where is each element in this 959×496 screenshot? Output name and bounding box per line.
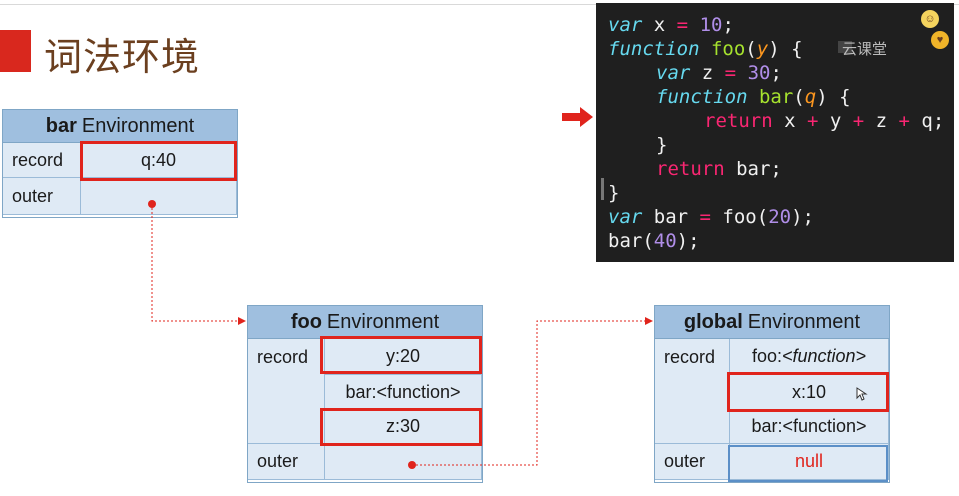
sticker-face-icon: ☺ [921, 10, 939, 28]
foo-record-value-y: y:20 [325, 339, 482, 375]
current-line-arrow-icon [562, 107, 593, 127]
code-gutter-marker [601, 178, 604, 200]
foo-record-value-z: z:30 [325, 410, 482, 444]
global-environment-header: global Environment [655, 306, 889, 339]
code-line-10: bar(40); [608, 230, 700, 252]
global-environment-name: global [683, 310, 743, 333]
global-outer-value: null [730, 444, 889, 480]
global-record-value-foo: foo:<function> [730, 339, 889, 375]
title-accent-bar [0, 30, 31, 72]
global-outer-highlight [728, 445, 888, 482]
bar-outer-label: outer [3, 178, 81, 215]
foo-record-label-text: record [257, 347, 309, 367]
bar-environment-header: bar Environment [3, 110, 237, 143]
foo-z-highlight [320, 408, 482, 446]
global-outer-label: outer [655, 444, 730, 480]
foo-record-value-bar: bar:<function> [325, 375, 482, 410]
bar-record-highlight [80, 141, 237, 181]
bar-to-foo-arrowhead [238, 317, 246, 325]
code-line-2: function foo(y) { [608, 38, 803, 60]
global-environment-table: global Environment record foo:<function>… [654, 305, 890, 483]
foo-outer-value [325, 444, 482, 480]
global-x-highlight [727, 372, 889, 412]
foo-y-highlight [320, 336, 482, 374]
bar-to-foo-link [151, 204, 244, 322]
code-line-6: } [656, 134, 668, 156]
foo-environment-header: foo Environment [248, 306, 482, 339]
top-divider [0, 4, 959, 5]
global-foo-prefix: foo: [751, 346, 782, 366]
code-line-5: return x + y + z + q; [704, 110, 945, 132]
foo-environment-name: foo [290, 310, 322, 333]
bar-outer-value [81, 178, 237, 215]
code-line-7: return bar; [656, 158, 782, 180]
sticker-shirt-icon: ♥ [931, 31, 949, 49]
foo-to-global-arrowhead [645, 317, 653, 325]
mouse-pointer-icon [856, 387, 868, 401]
code-line-9: var bar = foo(20); [608, 206, 814, 228]
foo-to-global-link [412, 320, 650, 466]
global-environment-suffix: Environment [747, 310, 861, 333]
slide-title: 词法环境 [44, 35, 201, 79]
code-line-3: var z = 30; [656, 62, 782, 84]
watermark-text: 云课堂 [842, 40, 888, 58]
code-line-4: function bar(q) { [656, 86, 851, 108]
global-foo-function: <function> [781, 346, 867, 366]
foo-record-label: record [248, 339, 325, 444]
code-line-1: var x = 10; [608, 14, 734, 36]
global-record-value-bar: bar:<function> [730, 410, 889, 444]
bar-environment-name: bar [45, 114, 77, 137]
code-panel: var x = 10; function foo(y) { var z = 30… [596, 3, 954, 262]
watermark-logo-icon [838, 41, 852, 53]
foo-environment-table: foo Environment record y:20 bar:<functio… [247, 305, 483, 483]
foo-outer-label: outer [248, 444, 325, 480]
foo-environment-suffix: Environment [326, 310, 440, 333]
global-record-label-text: record [664, 347, 716, 367]
code-line-8: } [608, 182, 620, 204]
bar-environment-suffix: Environment [81, 114, 195, 137]
